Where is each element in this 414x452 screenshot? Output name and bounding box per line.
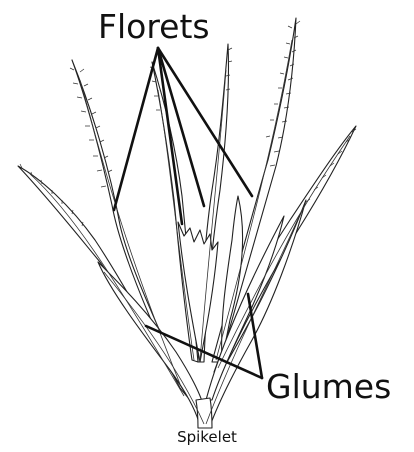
floret-left-outer: [18, 166, 190, 400]
florets-label: Florets: [98, 7, 210, 46]
figure-caption: Spikelet: [0, 428, 414, 446]
glumes-label: Glumes: [266, 367, 391, 406]
florets-leader-2: [158, 48, 182, 224]
awn-hairs: [20, 21, 356, 226]
florets-leader-1: [114, 48, 158, 210]
floret-awns: [18, 18, 356, 400]
